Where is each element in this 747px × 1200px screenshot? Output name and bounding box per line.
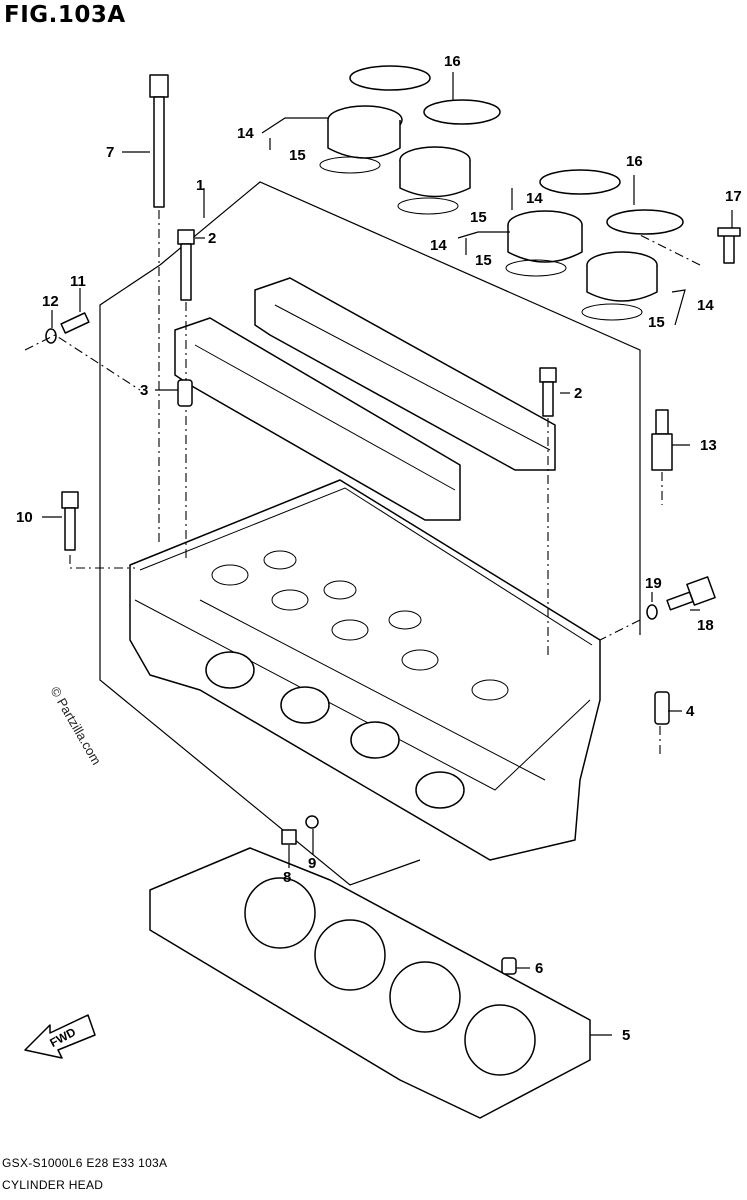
callout-8: 8 [283, 869, 291, 886]
callout-2-left: 2 [208, 230, 216, 247]
camshaft-holder[interactable] [174, 277, 556, 521]
callout-15-d: 15 [648, 314, 665, 331]
callout-19: 19 [645, 575, 662, 592]
callout-10: 10 [16, 509, 33, 526]
assembly-outline [99, 181, 641, 886]
callout-16-a: 16 [444, 53, 461, 70]
spark-plug[interactable] [651, 409, 673, 505]
watermark-text: © Partzilla.com [47, 684, 104, 767]
callout-15-b: 15 [470, 209, 487, 226]
dowel-pin-6[interactable] [501, 957, 517, 975]
cam-holder-bolt-right[interactable] [539, 367, 557, 655]
callout-14-c: 14 [430, 237, 447, 254]
callout-14-d: 14 [697, 297, 714, 314]
leader-lines [42, 72, 733, 1036]
callout-17: 17 [725, 188, 742, 205]
callout-15-c: 15 [475, 252, 492, 269]
callout-4: 4 [686, 703, 695, 720]
figure-title: FIG.103A [4, 2, 126, 28]
exhaust-ports [205, 651, 465, 809]
callout-11: 11 [70, 273, 86, 290]
callout-1: 1 [196, 177, 204, 194]
callout-9: 9 [308, 855, 316, 872]
cam-holder-bolt-left[interactable] [177, 229, 195, 560]
head-bolt-long[interactable] [149, 74, 169, 545]
bolt-10[interactable] [61, 491, 135, 569]
callout-6: 6 [535, 960, 543, 977]
callout-labels: 1 2 2 3 4 5 6 7 8 9 10 11 12 13 14 14 14… [16, 53, 742, 1044]
cylinder-head[interactable] [129, 479, 601, 861]
footer-section-name: CYLINDER HEAD [2, 1178, 104, 1192]
fwd-arrow-icon: FWD [24, 1014, 96, 1059]
cam-cavities [211, 550, 509, 701]
callout-7: 7 [106, 144, 114, 161]
bolt-8[interactable] [281, 815, 319, 845]
screw-17[interactable] [639, 227, 741, 266]
dowel-pin-4[interactable] [654, 691, 670, 755]
dowel-pin-3[interactable] [177, 379, 193, 407]
callout-14-b: 14 [526, 190, 543, 207]
callout-16-b: 16 [626, 153, 643, 170]
temperature-sensor[interactable] [599, 576, 716, 641]
callout-15-a: 15 [289, 147, 306, 164]
callout-3: 3 [140, 382, 148, 399]
callout-12: 12 [42, 293, 59, 310]
intake-boots[interactable] [319, 65, 684, 321]
callout-2-right: 2 [574, 385, 582, 402]
callout-13: 13 [700, 437, 717, 454]
fitting-11[interactable] [24, 312, 141, 391]
callout-18: 18 [697, 617, 714, 634]
head-gasket[interactable] [149, 847, 591, 1119]
footer-model-code: GSX-S1000L6 E28 E33 103A [2, 1156, 168, 1170]
callout-5: 5 [622, 1027, 630, 1044]
callout-14-a: 14 [237, 125, 254, 142]
